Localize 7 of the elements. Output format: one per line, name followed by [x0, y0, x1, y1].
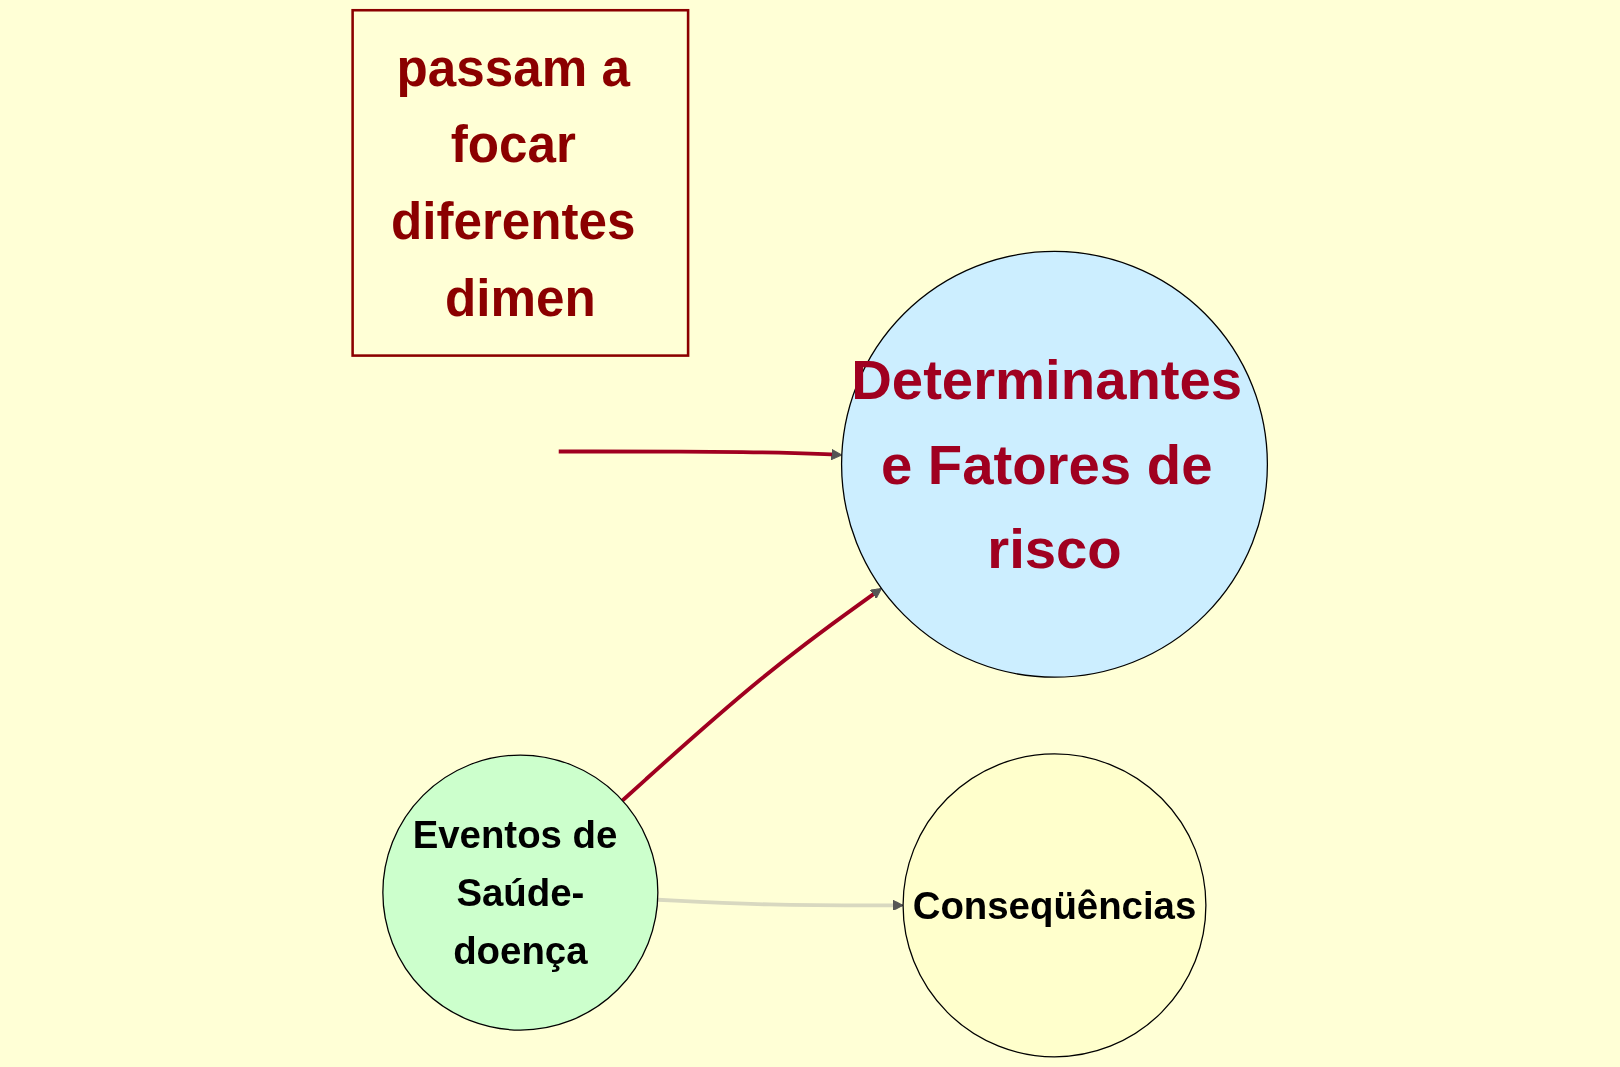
node-circle: Eventos de Saúde-doença — [382, 754, 659, 1031]
node-circle: Conseqüências — [902, 753, 1207, 1058]
node-box: passam a focar diferentes dimen — [351, 8, 690, 357]
arrow — [657, 897, 904, 911]
node-circle: Determinantes e Fatores de risco — [840, 250, 1269, 678]
arrow — [558, 448, 843, 461]
arrow — [621, 587, 882, 802]
